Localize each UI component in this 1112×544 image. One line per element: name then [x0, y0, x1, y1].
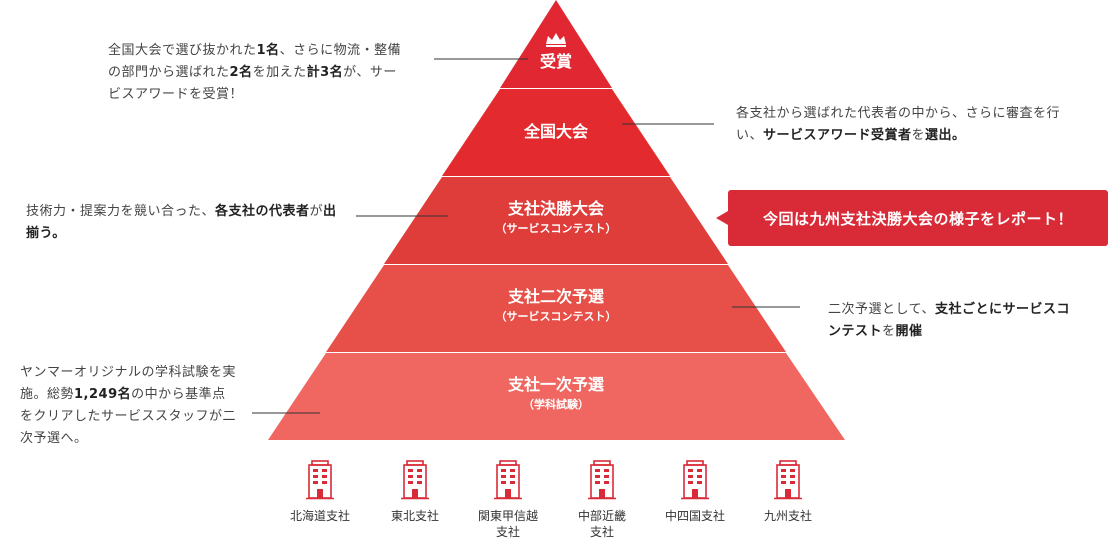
branch-item: 関東甲信越 支社 [468, 460, 548, 540]
building-icon [588, 460, 616, 500]
tier-first-sublabel: （学科試験） [522, 398, 589, 411]
tier-second-label: 支社二次予選 （サービスコンテスト） [495, 287, 617, 323]
second-description-segment-3: 開催 [895, 324, 923, 339]
first-description: ヤンマーオリジナルの学科試験を実施。総勢1,249名の中から基準点をクリアしたサ… [20, 362, 238, 450]
award-description-segment-3: 2名 [229, 65, 253, 80]
tier-award-label: 受賞 [539, 52, 573, 71]
second-description: 二次予選として、支社ごとにサービスコンテストを開催 [828, 299, 1078, 343]
award-description-segment-6: が、サービスアワードを受賞！ [108, 65, 397, 102]
final-description-segment-3: 出揃う。 [26, 204, 337, 241]
award-description-segment-4: を加えた [252, 65, 307, 80]
report-callout-text: 今回は九州支社決勝大会の様子をレポート！ [762, 209, 1073, 228]
award-description-segment-0: 全国大会で選び抜かれた [108, 43, 257, 58]
branch-label: 東北支社 [390, 509, 439, 523]
final-description-segment-1: 各支社の代表者 [215, 204, 310, 219]
final-description-segment-2: が [309, 204, 324, 219]
branch-label: 北海道支社 [289, 509, 350, 523]
report-callout: 今回は九州支社決勝大会の様子をレポート！ [716, 190, 1108, 246]
branch-item: 東北支社 [375, 460, 455, 524]
tier-final-label: 支社決勝大会 （サービスコンテスト） [495, 199, 617, 235]
award-description-segment-5: 計3名 [306, 65, 344, 80]
first-description-segment-2: の中から基準点をクリアしたサービススタッフが二次予選へ。 [20, 387, 237, 446]
tier-final-sublabel: （サービスコンテスト） [495, 222, 617, 235]
award-description-segment-1: 1名 [256, 43, 280, 58]
final-description-segment-0: 技術力・提案力を競い合った、 [26, 204, 216, 219]
award-description-segment-2: 、さらに物流・整備の部門から選ばれた [108, 43, 402, 80]
crown-icon [546, 33, 566, 47]
branch-item: 中部近畿 支社 [562, 460, 642, 540]
national-description-segment-0: 各支社から選ばれた代表者の中から、さらに審査を行い、 [736, 106, 1061, 143]
second-description-segment-1: 支社ごとにサービスコンテスト [828, 302, 1070, 339]
national-description-segment-3: 選出。 [925, 128, 966, 143]
branch-label: 関東甲信越 支社 [477, 509, 538, 539]
national-description-segment-2: を [911, 128, 926, 143]
tier-second-shape [326, 265, 786, 352]
national-description-segment-1: サービスアワード受賞者 [763, 128, 912, 143]
first-description-segment-1: 1,249名 [74, 387, 132, 402]
building-icon [401, 460, 429, 500]
national-description: 各支社から選ばれた代表者の中から、さらに審査を行い、サービスアワード受賞者を選出… [736, 103, 1076, 147]
branch-item: 北海道支社 [280, 460, 360, 524]
branch-item: 中四国支社 [655, 460, 735, 524]
second-description-segment-2: を [882, 324, 896, 339]
tier-first-shape [268, 353, 845, 440]
branch-label: 中部近畿 支社 [577, 509, 626, 539]
branch-label: 九州支社 [763, 509, 812, 523]
tier-national-shape [442, 89, 670, 176]
final-description: 技術力・提案力を競い合った、各支社の代表者が出揃う。 [26, 201, 338, 245]
building-icon [306, 460, 334, 500]
branch-item: 九州支社 [748, 460, 828, 524]
building-icon [681, 460, 709, 500]
building-icon [494, 460, 522, 500]
branch-label: 中四国支社 [664, 509, 725, 523]
first-description-segment-0: ヤンマーオリジナルの学科試験を実施。総勢 [20, 365, 237, 402]
award-description: 全国大会で選び抜かれた1名、さらに物流・整備の部門から選ばれた2名を加えた計3名… [108, 40, 408, 106]
tier-final-shape [384, 177, 728, 264]
tier-first-label: 支社一次予選 （学科試験） [507, 375, 605, 411]
second-description-segment-0: 二次予選として、 [828, 302, 935, 317]
tier-national-label: 全国大会 [523, 122, 589, 141]
tier-second-sublabel: （サービスコンテスト） [495, 310, 617, 323]
building-icon [774, 460, 802, 500]
